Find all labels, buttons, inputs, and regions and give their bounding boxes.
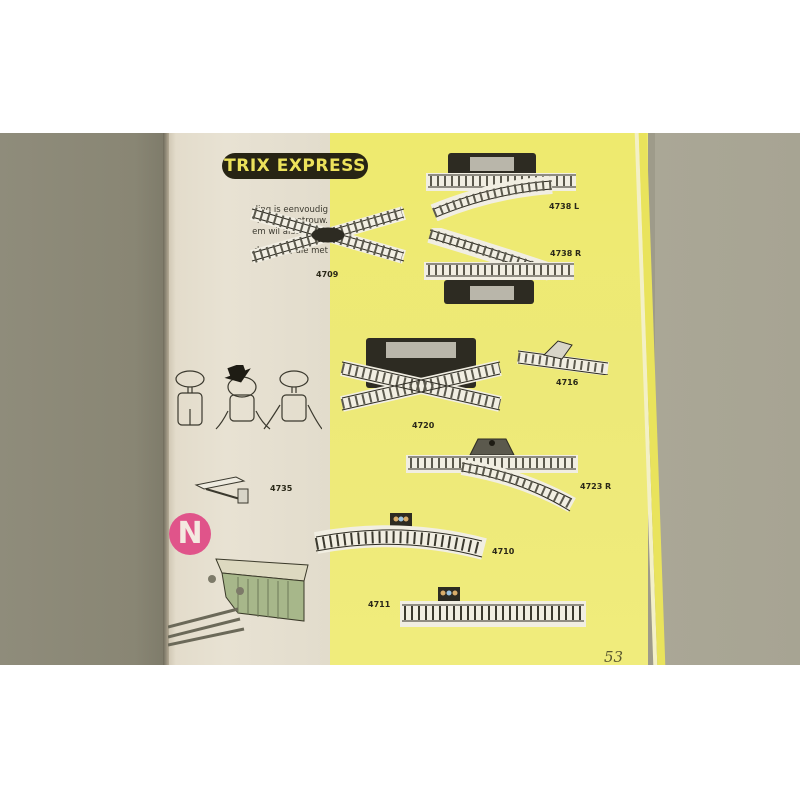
trix-express-logo: TRIX EXPRESS bbox=[222, 153, 368, 179]
item-code-4709: 4709 bbox=[316, 270, 339, 279]
page-fold-shadow bbox=[163, 133, 169, 665]
background-surface-right bbox=[655, 133, 800, 665]
accessory-4735-icon bbox=[194, 476, 249, 504]
curved-contact-track-icon bbox=[313, 513, 487, 560]
item-code-4711: 4711 bbox=[368, 600, 391, 609]
contact-clip-diagram-icon bbox=[175, 365, 322, 430]
item-code-4738L: 4738 L bbox=[549, 202, 580, 211]
n-scale-badge: N bbox=[169, 513, 211, 555]
right-turnout-icon bbox=[424, 228, 574, 304]
crossing-track-icon bbox=[250, 206, 406, 264]
item-code-4723R: 4723 R bbox=[580, 482, 612, 491]
item-code-4720: 4720 bbox=[412, 421, 435, 430]
item-code-4710: 4710 bbox=[492, 547, 515, 556]
item-code-4735: 4735 bbox=[270, 484, 293, 493]
uncoupler-track-icon bbox=[517, 340, 609, 375]
catalog-photo: TRIX EXPRESS ding is eenvoudig r natuurg… bbox=[0, 133, 800, 665]
body-text-line: em wil afstappen, bbox=[252, 227, 328, 237]
body-text-line: ding is eenvoudig bbox=[252, 205, 328, 215]
straight-contact-track-icon bbox=[400, 587, 586, 627]
left-turnout-icon bbox=[426, 153, 576, 221]
item-code-4738R: 4738 R bbox=[550, 249, 582, 258]
buffer-stop-icon bbox=[168, 558, 309, 647]
background-surface-left bbox=[0, 133, 168, 665]
item-code-4716: 4716 bbox=[556, 378, 579, 387]
double-slip-switch-icon bbox=[340, 338, 502, 412]
manual-right-turnout-icon bbox=[406, 438, 578, 512]
page-number: 53 bbox=[604, 648, 624, 665]
